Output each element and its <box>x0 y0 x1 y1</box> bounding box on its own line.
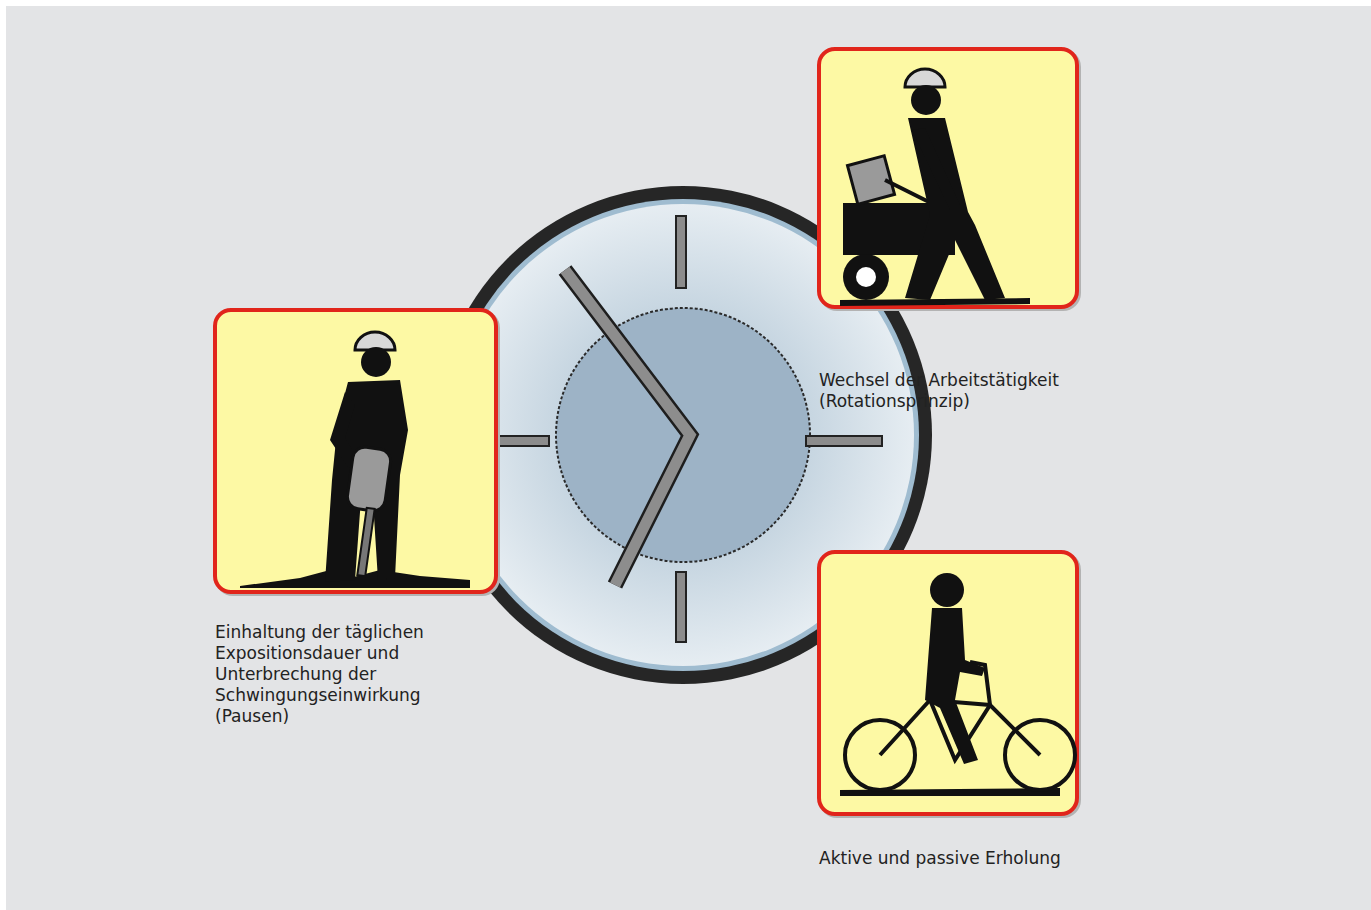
pictogram-box: Wechsel der Arbeitstätigkeit (Rotationsp… <box>817 47 1079 309</box>
clock-hands <box>565 270 690 585</box>
tick-6 <box>676 572 686 642</box>
tick-9 <box>497 436 549 446</box>
box-caption: Einhaltung der täglichen Expositionsdaue… <box>215 622 465 727</box>
box-caption: Aktive und passive Erholung <box>819 848 1149 869</box>
tick-12 <box>676 216 686 288</box>
pictogram-box: Aktive und passive Erholung <box>817 550 1079 816</box>
box-caption: Wechsel der Arbeitstätigkeit (Rotationsp… <box>819 370 1059 412</box>
tick-3 <box>806 436 882 446</box>
clock-hands-outline <box>565 270 690 585</box>
pictogram-box: Einhaltung der täglichen Expositionsdaue… <box>213 308 498 594</box>
